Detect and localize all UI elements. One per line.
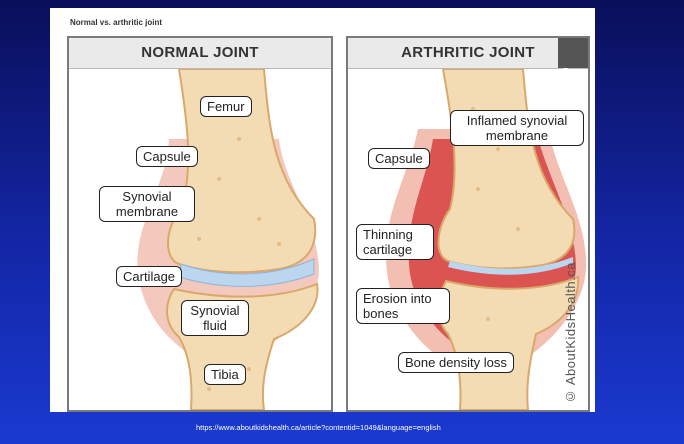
normal-joint-panel: NORMAL JOINT Femur Capsule Synovial memb… — [67, 36, 333, 412]
label-thinning-cartilage: Thinning cartilage — [356, 224, 434, 260]
label-synovial-fluid: Synovial fluid — [181, 300, 249, 336]
source-url: https://www.aboutkidshealth.ca/article?c… — [196, 423, 496, 432]
label-inflamed-synovial-membrane: Inflamed synovial membrane — [450, 110, 584, 146]
label-capsule-normal: Capsule — [136, 146, 198, 167]
label-cartilage: Cartilage — [116, 266, 182, 287]
normal-joint-illustration — [69, 69, 331, 410]
label-synovial-membrane: Synovial membrane — [99, 186, 195, 222]
label-femur: Femur — [200, 96, 252, 117]
label-tibia: Tibia — [204, 364, 246, 385]
arthritic-joint-panel: ARTHRITIC JOINT Inflamed synovi — [346, 36, 590, 412]
zoom-in-button[interactable] — [558, 36, 590, 68]
label-capsule-arthritic: Capsule — [368, 148, 430, 169]
normal-joint-title: NORMAL JOINT — [69, 38, 331, 69]
label-erosion-into-bones: Erosion into bones — [356, 288, 450, 324]
figure-caption: Normal vs. arthritic joint — [70, 18, 162, 27]
label-bone-density-loss: Bone density loss — [398, 352, 514, 373]
slide-figure: Normal vs. arthritic joint NORMAL JOINT … — [50, 8, 595, 412]
copyright-watermark: © AboutKidsHealth.ca — [563, 262, 578, 404]
arthritic-joint-title: ARTHRITIC JOINT — [348, 38, 588, 69]
